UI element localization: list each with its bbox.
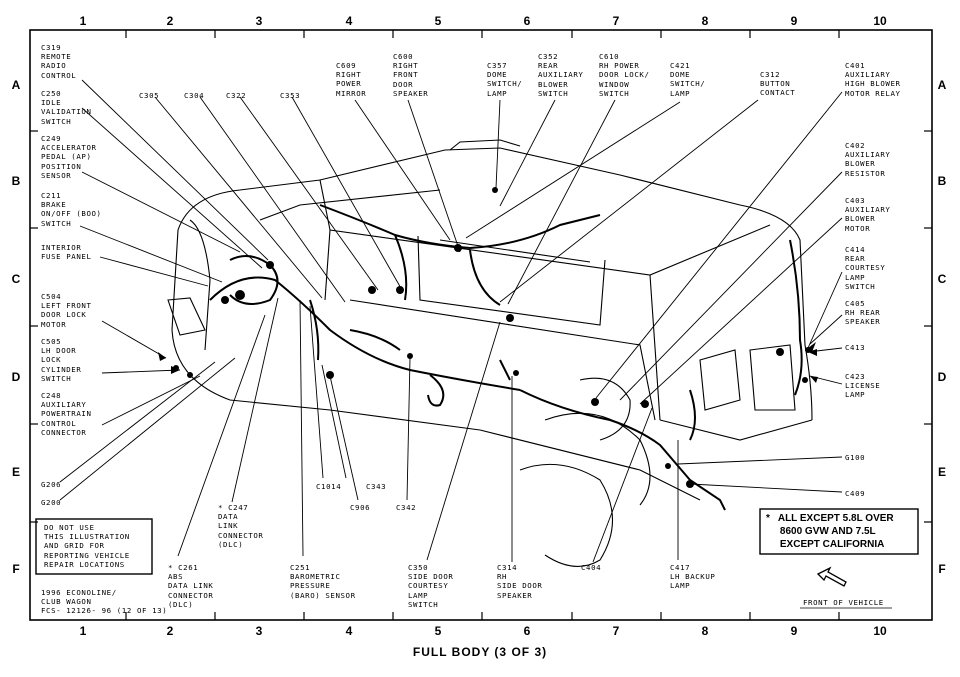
label-c314: C314 RH SIDE DOOR SPEAKER [497,563,543,600]
label-g200: G200 [41,498,62,507]
grid-col-2: 2 [166,14,174,28]
disclaimer-box [35,518,153,575]
label-c403: C403 AUXILIARY BLOWER MOTOR [845,196,891,233]
label-c505: C505 LH DOOR LOCK CYLINDER SWITCH [41,337,82,383]
grid-col-6-bottom: 6 [523,624,531,638]
grid-row-b-right: B [937,174,947,188]
label-c350: C350 SIDE DOOR COURTESY LAMP SWITCH [408,563,454,609]
grid-row-b: B [11,174,21,188]
label-g206: G206 [41,480,62,489]
label-g100: G100 [845,453,866,462]
grid-col-10-bottom: 10 [873,624,887,638]
label-c305: C305 [139,91,160,100]
grid-col-5: 5 [434,14,442,28]
grid-col-3-bottom: 3 [255,624,263,638]
grid-row-d-right: D [937,370,947,384]
grid-col-7-bottom: 7 [612,624,620,638]
grid-col-1-bottom: 1 [79,624,87,638]
label-c413: C413 [845,343,866,352]
label-c610: C610 RH POWER DOOR LOCK/ WINDOW SWITCH [599,52,650,98]
grid-col-1: 1 [79,14,87,28]
label-c312: C312 BUTTON CONTACT [760,70,796,98]
label-c342: C342 [396,503,417,512]
grid-col-6: 6 [523,14,531,28]
grid-row-a-right: A [937,78,947,92]
label-c357: C357 DOME SWITCH/ LAMP [487,61,523,98]
label-c600: C600 RIGHT FRONT DOOR SPEAKER [393,52,429,98]
label-c1014: C1014 [316,482,342,491]
grid-col-3: 3 [255,14,263,28]
label-c247: * C247 DATA LINK CONNECTOR (DLC) [218,503,264,549]
grid-row-e: E [11,465,20,479]
label-c353: C353 [280,91,301,100]
grid-row-c: C [11,272,21,286]
label-c423: C423 LICENSE LAMP [845,372,881,400]
grid-col-8-bottom: 8 [701,624,709,638]
grid-row-a: A [11,78,21,92]
grid-col-9: 9 [790,14,798,28]
label-c319: C319 REMOTE RADIO CONTROL [41,43,77,80]
grid-col-7: 7 [612,14,620,28]
label-c322: C322 [226,91,247,100]
label-c261: * C261 ABS DATA LINK CONNECTOR (DLC) [168,563,214,609]
arrowheads [158,342,818,383]
label-c906: C906 [350,503,371,512]
grid-row-d: D [11,370,21,384]
connector-markers [173,187,811,488]
label-c304: C304 [184,91,205,100]
disclaimer-text: DO NOT USE THIS ILLUSTRATION AND GRID FO… [44,523,130,569]
grid-col-2-bottom: 2 [166,624,174,638]
label-c404: C404 [581,563,602,572]
label-c409: C409 [845,489,866,498]
grid-ticks [30,30,932,620]
grid-col-5-bottom: 5 [434,624,442,638]
grid-col-9-bottom: 9 [790,624,798,638]
grid-col-8: 8 [701,14,709,28]
model-info: 1996 ECONOLINE/ CLUB WAGON FCS- 12126- 9… [41,588,168,616]
label-c343: C343 [366,482,387,491]
label-c609: C609 RIGHT POWER MIRROR [336,61,367,98]
label-c402: C402 AUXILIARY BLOWER RESISTOR [845,141,891,178]
label-interior-fuse-panel: INTERIOR FUSE PANEL [41,243,92,262]
front-arrow-icon [816,566,847,587]
grid-col-4-bottom: 4 [345,624,353,638]
grid-row-f-right: F [938,562,946,576]
label-c251: C251 BAROMETRIC PRESSURE (BARO) SENSOR [290,563,356,600]
grid-row-f: F [12,562,20,576]
label-c405: C405 RH REAR SPEAKER [845,299,881,327]
wiring-harness [209,204,803,511]
page-title: FULL BODY (3 OF 3) [412,645,548,659]
front-of-vehicle-label: FRONT OF VEHICLE [803,598,884,607]
engine-note: * ALL EXCEPT 5.8L OVER 8600 GVW AND 7.5L… [766,513,894,550]
label-c504: C504 LEFT FRONT DOOR LOCK MOTOR [41,292,92,329]
frame-border [29,29,933,621]
leader-lines [59,79,843,563]
grid-row-e-right: E [937,465,946,479]
label-c249: C249 ACCELERATOR PEDAL (AP) POSITION SEN… [41,134,97,180]
label-c248: C248 AUXILIARY POWERTRAIN CONTROL CONNEC… [41,391,92,437]
label-c250: C250 IDLE VALIDATION SWITCH [41,89,92,126]
label-c352: C352 REAR AUXILIARY BLOWER SWITCH [538,52,584,98]
label-c417: C417 LH BACKUP LAMP [670,563,716,591]
label-c401: C401 AUXILIARY HIGH BLOWER MOTOR RELAY [845,61,901,98]
grid-col-10: 10 [873,14,887,28]
label-c414: C414 REAR COURTESY LAMP SWITCH [845,245,886,291]
grid-row-c-right: C [937,272,947,286]
note-box [759,508,919,555]
label-c421: C421 DOME SWITCH/ LAMP [670,61,706,98]
grid-col-4: 4 [345,14,353,28]
label-c211: C211 BRAKE ON/OFF (BOO) SWITCH [41,191,102,228]
